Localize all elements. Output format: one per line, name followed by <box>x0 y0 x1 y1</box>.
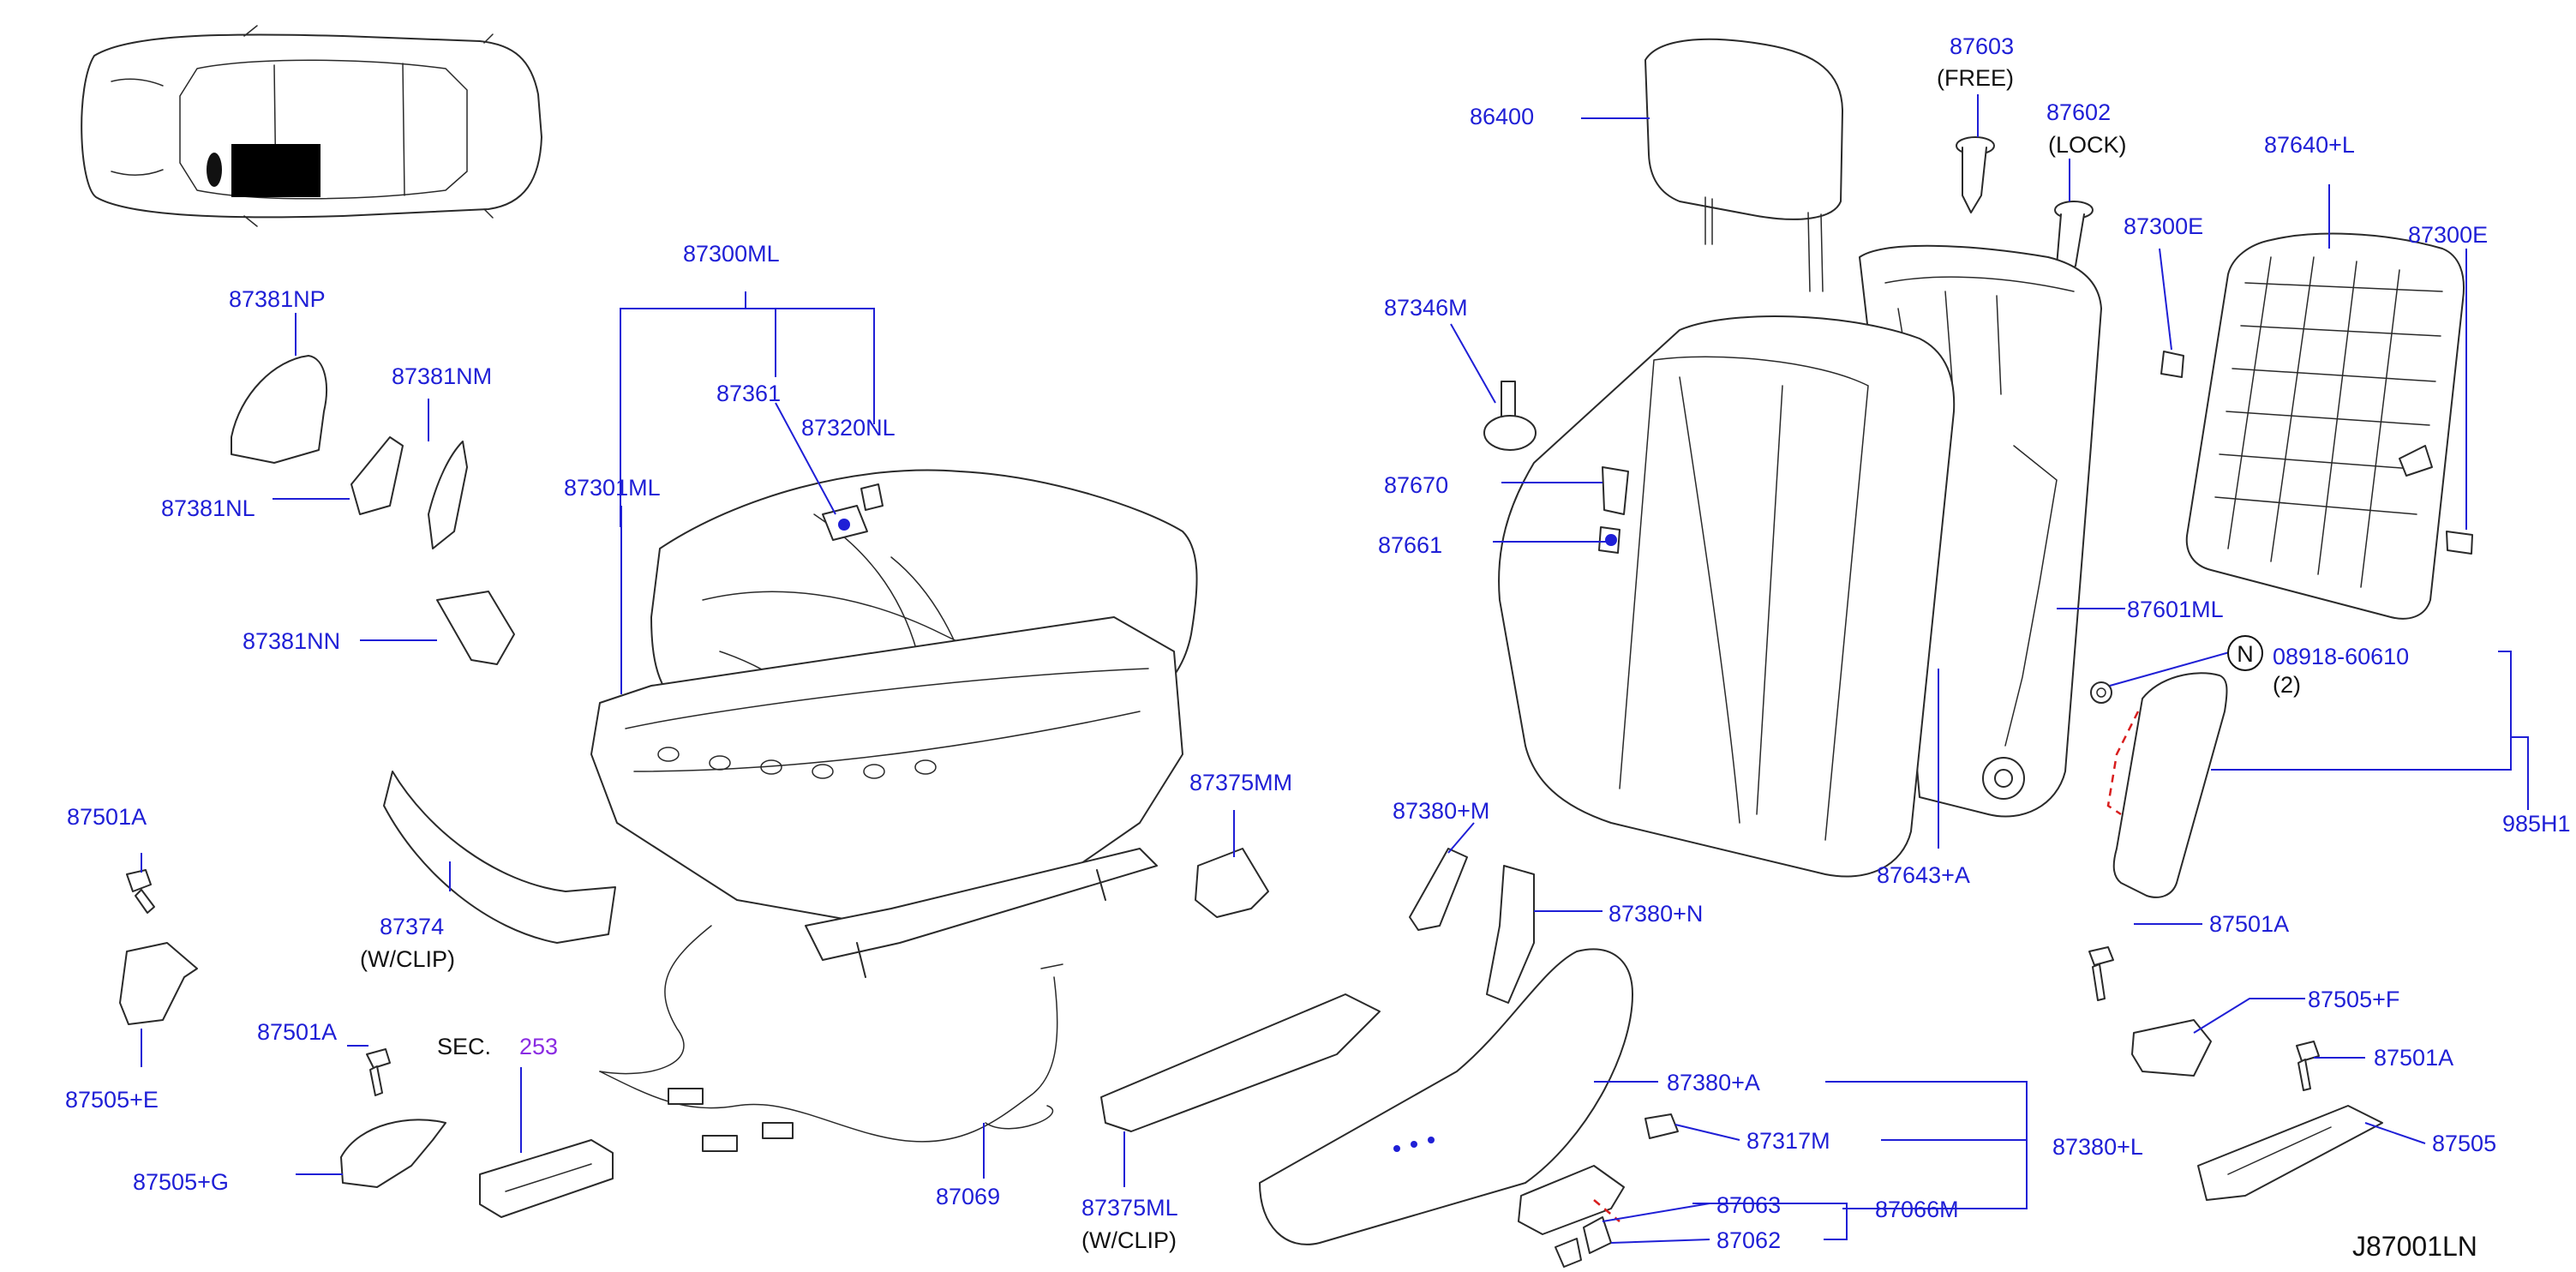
label-wclip-87375ml: (W/CLIP) <box>1081 1227 1177 1253</box>
nut-marker-letter: N <box>2237 641 2254 667</box>
finisher-87381nm <box>428 441 468 549</box>
label-08918-60610: 08918-60610 <box>2273 644 2409 669</box>
cover-87505e <box>119 942 198 1025</box>
label-87661: 87661 <box>1378 532 1442 558</box>
label-87505f: 87505+F <box>2308 987 2399 1012</box>
label-87501a-right-top: 87501A <box>2209 911 2289 937</box>
label-87375ml: 87375ML <box>1081 1195 1178 1221</box>
label-87505g: 87505+G <box>133 1169 229 1195</box>
label-wclip-87374: (W/CLIP) <box>360 946 455 972</box>
label-87300ml: 87300ML <box>683 241 780 267</box>
label-87380m: 87380+M <box>1393 798 1489 824</box>
headrest-guide-free <box>1956 136 1995 213</box>
label-87062: 87062 <box>1716 1227 1781 1253</box>
wiring-harness-87069 <box>599 925 1063 1152</box>
nut-marker: N <box>2227 635 2263 671</box>
label-87300e-right: 87300E <box>2408 222 2488 248</box>
label-87380a: 87380+A <box>1667 1070 1760 1095</box>
label-87375mm: 87375MM <box>1189 770 1292 795</box>
label-87361: 87361 <box>716 381 781 406</box>
label-87505: 87505 <box>2432 1131 2496 1156</box>
headrest <box>1644 38 1843 292</box>
label-87374: 87374 <box>380 914 444 939</box>
switch-87066m <box>1518 1165 1625 1268</box>
label-87346m: 87346M <box>1384 295 1468 321</box>
cover-87505g <box>340 1119 446 1188</box>
label-87069: 87069 <box>936 1184 1000 1209</box>
finisher-87381nl <box>350 436 404 515</box>
cover-87505 <box>2197 1105 2383 1201</box>
label-87601ml: 87601ML <box>2127 597 2224 622</box>
finisher-87374 <box>383 771 616 944</box>
knob-87317m <box>1644 1113 1679 1139</box>
finisher-87381np <box>231 355 327 464</box>
label-87501a-right-bottom: 87501A <box>2374 1045 2453 1071</box>
label-87317m: 87317M <box>1746 1128 1830 1154</box>
seat-slide-rails <box>805 848 1158 978</box>
leader-lines <box>141 94 2529 1244</box>
seat-back-pad <box>1498 315 1956 878</box>
label-87505e: 87505+E <box>65 1087 159 1113</box>
lever-knob-87346m <box>1483 381 1537 451</box>
label-sec-253: 253 <box>519 1034 558 1059</box>
cushion-heater-element <box>822 483 884 541</box>
bracket-87375mm <box>1195 848 1269 918</box>
clip-87300e-right <box>2446 531 2473 555</box>
finisher-87381nn <box>436 591 515 665</box>
label-sec: SEC. <box>437 1034 491 1059</box>
label-86400: 86400 <box>1470 104 1534 129</box>
label-87602: 87602 <box>2046 99 2111 125</box>
part-number-labels: 86400 87603 (FREE) 87602 (LOCK) 87640+L … <box>65 33 2571 1262</box>
label-87640l: 87640+L <box>2264 132 2355 158</box>
control-module-253 <box>479 1139 614 1218</box>
label-87066m: 87066M <box>1875 1197 1959 1222</box>
label-87381nn: 87381NN <box>243 628 340 654</box>
side-trim-87375ml <box>1100 993 1381 1132</box>
finisher-87380m <box>1409 848 1468 931</box>
label-87300e-left: 87300E <box>2124 213 2203 239</box>
label-87301ml: 87301ML <box>564 475 661 501</box>
label-87320nl: 87320NL <box>801 415 896 441</box>
label-985h1: 985H1 <box>2502 811 2571 837</box>
cover-87505f <box>2131 1019 2212 1077</box>
label-free: (FREE) <box>1937 65 2014 91</box>
label-87380n: 87380+N <box>1609 901 1703 927</box>
label-87381nl: 87381NL <box>161 495 255 521</box>
bolt-87501a-right-top <box>2088 946 2114 1001</box>
bolt-87501a-mid <box>366 1048 391 1096</box>
bolt-87501a-right-bottom <box>2296 1041 2320 1091</box>
label-qty-2: (2) <box>2273 672 2301 698</box>
side-airbag-module <box>2090 672 2228 898</box>
label-87670: 87670 <box>1384 472 1448 498</box>
diagram-id: J87001LN <box>2352 1231 2477 1262</box>
seat-back-board <box>2185 232 2465 620</box>
label-87381np: 87381NP <box>229 286 326 312</box>
label-87063: 87063 <box>1716 1192 1781 1218</box>
bolt-87501a-left <box>126 869 155 914</box>
label-87643a: 87643+A <box>1877 862 1970 888</box>
clip-87300e-left <box>2160 351 2184 378</box>
label-87501a-left: 87501A <box>67 804 147 830</box>
vehicle-locator-icon <box>81 25 542 227</box>
label-87501a-mid: 87501A <box>257 1019 337 1045</box>
label-87381nm: 87381NM <box>392 363 492 389</box>
side-shield-87380a <box>1259 948 1633 1245</box>
label-87380l: 87380+L <box>2052 1134 2143 1160</box>
finisher-87380n <box>1486 865 1535 1004</box>
label-lock: (LOCK) <box>2048 132 2127 158</box>
label-87603: 87603 <box>1950 33 2014 59</box>
